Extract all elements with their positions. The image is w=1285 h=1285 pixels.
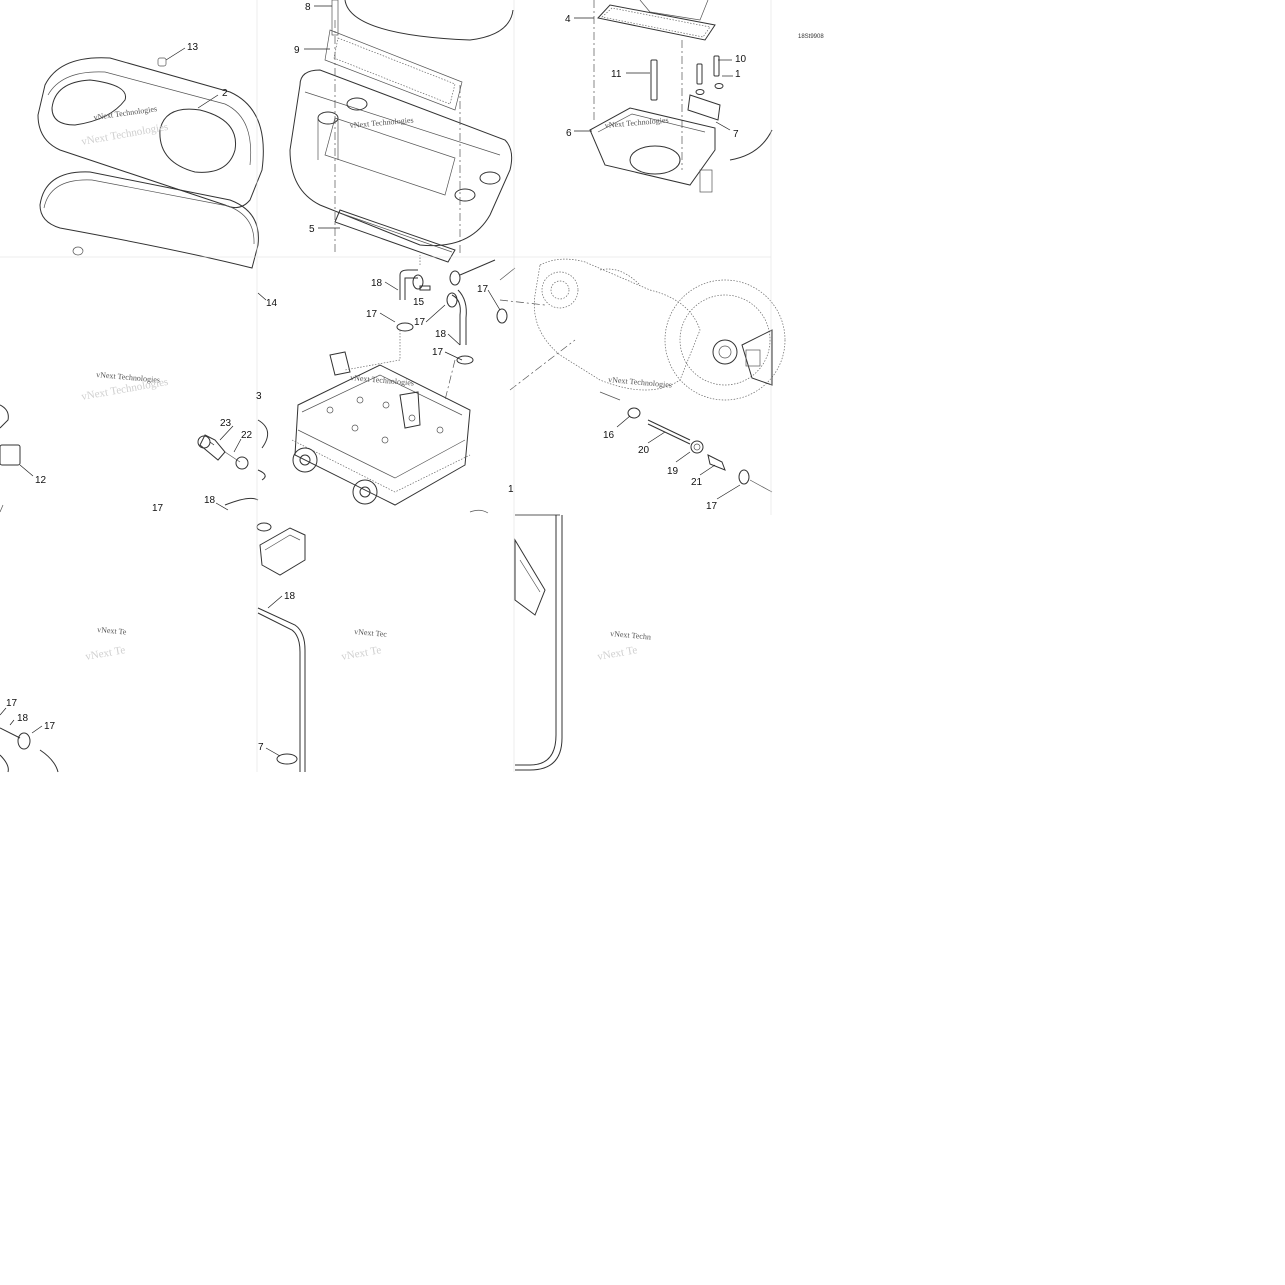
callout-21: 21 — [691, 477, 703, 488]
callout-19: 19 — [667, 466, 679, 477]
watermark-7: vNext Te — [97, 625, 127, 637]
callout-7a: 7 — [733, 129, 739, 140]
callout-17a: 17 — [477, 284, 489, 295]
watermark-6: vNext Technologies — [608, 375, 672, 390]
callout-22: 22 — [241, 430, 253, 441]
watermark-9: vNext Techn — [610, 629, 651, 642]
hose-18-bottom — [257, 607, 306, 772]
callout-15: 15 — [413, 297, 425, 308]
callout-3: 3 — [256, 391, 262, 402]
callout-1a: 1 — [735, 69, 741, 80]
coolant-tube-assembly — [599, 391, 773, 493]
callout-20: 20 — [638, 445, 650, 456]
callout-14: 14 — [266, 298, 278, 309]
watermark-faint-4: vNext Te — [340, 644, 382, 663]
callout-2: 2 — [222, 88, 228, 99]
callout-17d: 17 — [432, 347, 444, 358]
air-box-base — [589, 94, 721, 193]
callout-17c: 17 — [414, 317, 426, 328]
callout-17h: 17 — [44, 721, 56, 732]
callout-18e: 18 — [17, 713, 29, 724]
callout-23: 23 — [220, 418, 232, 429]
partial-parts-left — [0, 404, 34, 513]
hoses-center — [344, 255, 496, 401]
callout-18a: 18 — [371, 278, 383, 289]
callouts: 13 2 14 8 9 5 4 11 10 1 6 7 18 15 17 17 … — [6, 2, 747, 753]
clamp-17-right — [496, 267, 516, 324]
callout-5: 5 — [309, 224, 315, 235]
callout-13: 13 — [187, 42, 199, 53]
callout-9: 9 — [294, 45, 300, 56]
hose-long-right — [514, 514, 563, 771]
watermark-faint-3: vNext Te — [84, 644, 126, 663]
drawing-code: 18St9908 — [798, 34, 824, 40]
callout-4: 4 — [565, 14, 571, 25]
callout-1b: 1 — [508, 484, 514, 495]
silencer-top-edge — [344, 0, 514, 41]
watermark-faint-5: vNext Te — [596, 644, 638, 663]
watermark-faint-1: vNext Technologies — [80, 121, 169, 148]
air-silencer-seal — [39, 171, 259, 269]
callout-10: 10 — [735, 54, 747, 65]
callout-6: 6 — [566, 128, 572, 139]
callout-17e: 17 — [152, 503, 164, 514]
watermark-3: vNext Technologies — [604, 115, 668, 130]
callout-17g: 17 — [6, 698, 18, 709]
air-silencer-cover — [37, 47, 264, 209]
callout-18b: 18 — [435, 329, 447, 340]
adapter-edge — [729, 129, 773, 161]
watermark-5: vNext Technologies — [350, 373, 414, 388]
solenoid-valve — [224, 497, 489, 576]
watermark-1: vNext Technologies — [93, 104, 158, 122]
bolts-10-11 — [650, 55, 724, 101]
watermark-8: vNext Tec — [354, 627, 388, 639]
clamps-center — [396, 270, 474, 365]
callout-8: 8 — [305, 2, 311, 13]
gasket-5 — [334, 209, 456, 263]
watermark-2: vNext Technologies — [349, 115, 413, 130]
callout-17b: 17 — [366, 309, 378, 320]
magneto-housing — [664, 279, 786, 401]
callout-16: 16 — [603, 430, 615, 441]
callout-18d: 18 — [284, 591, 296, 602]
callout-11: 11 — [611, 69, 622, 80]
gasket-9 — [324, 29, 463, 111]
callout-12: 12 — [35, 475, 47, 486]
callout-17f: 17 — [706, 501, 718, 512]
engine-cylinder-head — [291, 351, 471, 506]
air-filter — [597, 0, 716, 41]
crankcase — [533, 258, 701, 391]
silencer-base — [289, 69, 513, 247]
callout-18c: 18 — [204, 495, 216, 506]
callout-7b: 7 — [258, 742, 264, 753]
hose-bottom-left — [0, 727, 59, 773]
